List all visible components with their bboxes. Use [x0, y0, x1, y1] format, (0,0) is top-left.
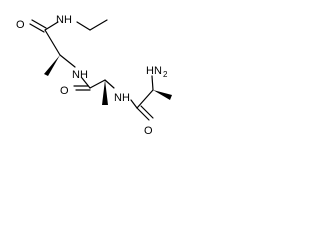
bond-ca3-n2: [59, 54, 76, 68]
bond-c1-n1: [44, 21, 59, 31]
atom-label-n-amide3: N: [114, 92, 122, 104]
atom-label-n-ethyl: N: [56, 14, 64, 26]
bond-n1-ch2: [76, 21, 91, 31]
wedge-ca2-methyl: [102, 80, 108, 105]
atom-label-h-amide2: H: [80, 69, 88, 81]
atom-label-o-top: O: [16, 19, 25, 31]
bond-lines: [29, 19, 154, 121]
atom-label-h-ethyl: H: [64, 14, 72, 26]
stereo-wedges: [44, 55, 172, 105]
bond-ca2-n3: [104, 79, 115, 89]
atom-label-n-amine: N: [154, 65, 162, 77]
bond-c3-o3-a: [136, 107, 150, 121]
bond-n2-c2: [81, 77, 91, 89]
atom-label-o-middle: O: [60, 85, 69, 97]
bond-n3-c3: [130, 99, 138, 109]
bond-c1-o1-a: [29, 23, 45, 33]
atom-label-o-bottom: O: [144, 125, 153, 137]
chemical-structure-diagram: O N H N H O N H H N 2 O: [16, 14, 172, 137]
wedge-ca3-methyl: [44, 55, 60, 76]
bond-c3-o3-b: [140, 105, 154, 119]
atom-label-h-amine: H: [146, 65, 154, 77]
bond-ca1-nh2: [151, 75, 154, 91]
bond-c2-ca2: [89, 79, 106, 89]
atom-label-n-amide2: N: [72, 69, 80, 81]
atom-label-subscript-2: 2: [163, 70, 168, 79]
wedge-ca1-methyl: [153, 90, 172, 100]
bond-c3-ca1: [136, 89, 154, 109]
bond-c1-ca3: [44, 29, 61, 56]
atom-label-h-amide3: H: [122, 92, 130, 104]
bond-c1-o1-b: [31, 19, 47, 29]
atom-labels: O N H N H O N H H N 2 O: [16, 14, 168, 137]
bond-ch2-ch3: [89, 19, 108, 31]
